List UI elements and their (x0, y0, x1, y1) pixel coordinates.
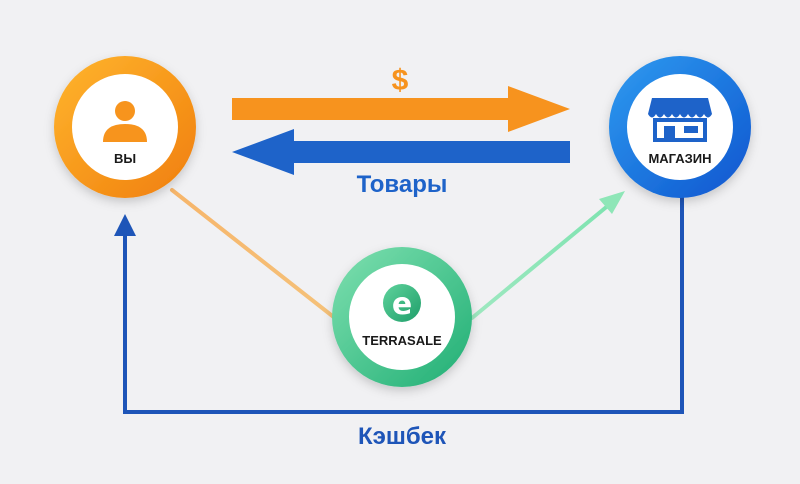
payment-symbol: $ (392, 64, 409, 97)
cashback-line (123, 190, 684, 414)
connector-you-terrasale (170, 188, 342, 324)
cashback-label: Кэшбек (358, 423, 447, 450)
terrasale-logo: e (383, 284, 421, 322)
goods-arrow (232, 129, 570, 175)
cashback-arrowhead (114, 214, 136, 236)
goods-label: Товары (357, 171, 448, 198)
store-icon (648, 98, 712, 142)
terrasale-logo-letter: e (392, 287, 412, 322)
node-store: МАГАЗИН (609, 56, 751, 198)
user-icon (103, 101, 147, 142)
terrasale-label: TERRASALE (362, 333, 442, 348)
connector-arrowhead (599, 191, 625, 214)
store-label: МАГАЗИН (648, 151, 711, 166)
you-label: ВЫ (114, 151, 136, 166)
connector-terrasale-store (470, 202, 612, 320)
payment-arrow (232, 86, 570, 132)
node-you: ВЫ (54, 56, 196, 198)
node-terrasale: e TERRASALE (332, 247, 472, 387)
